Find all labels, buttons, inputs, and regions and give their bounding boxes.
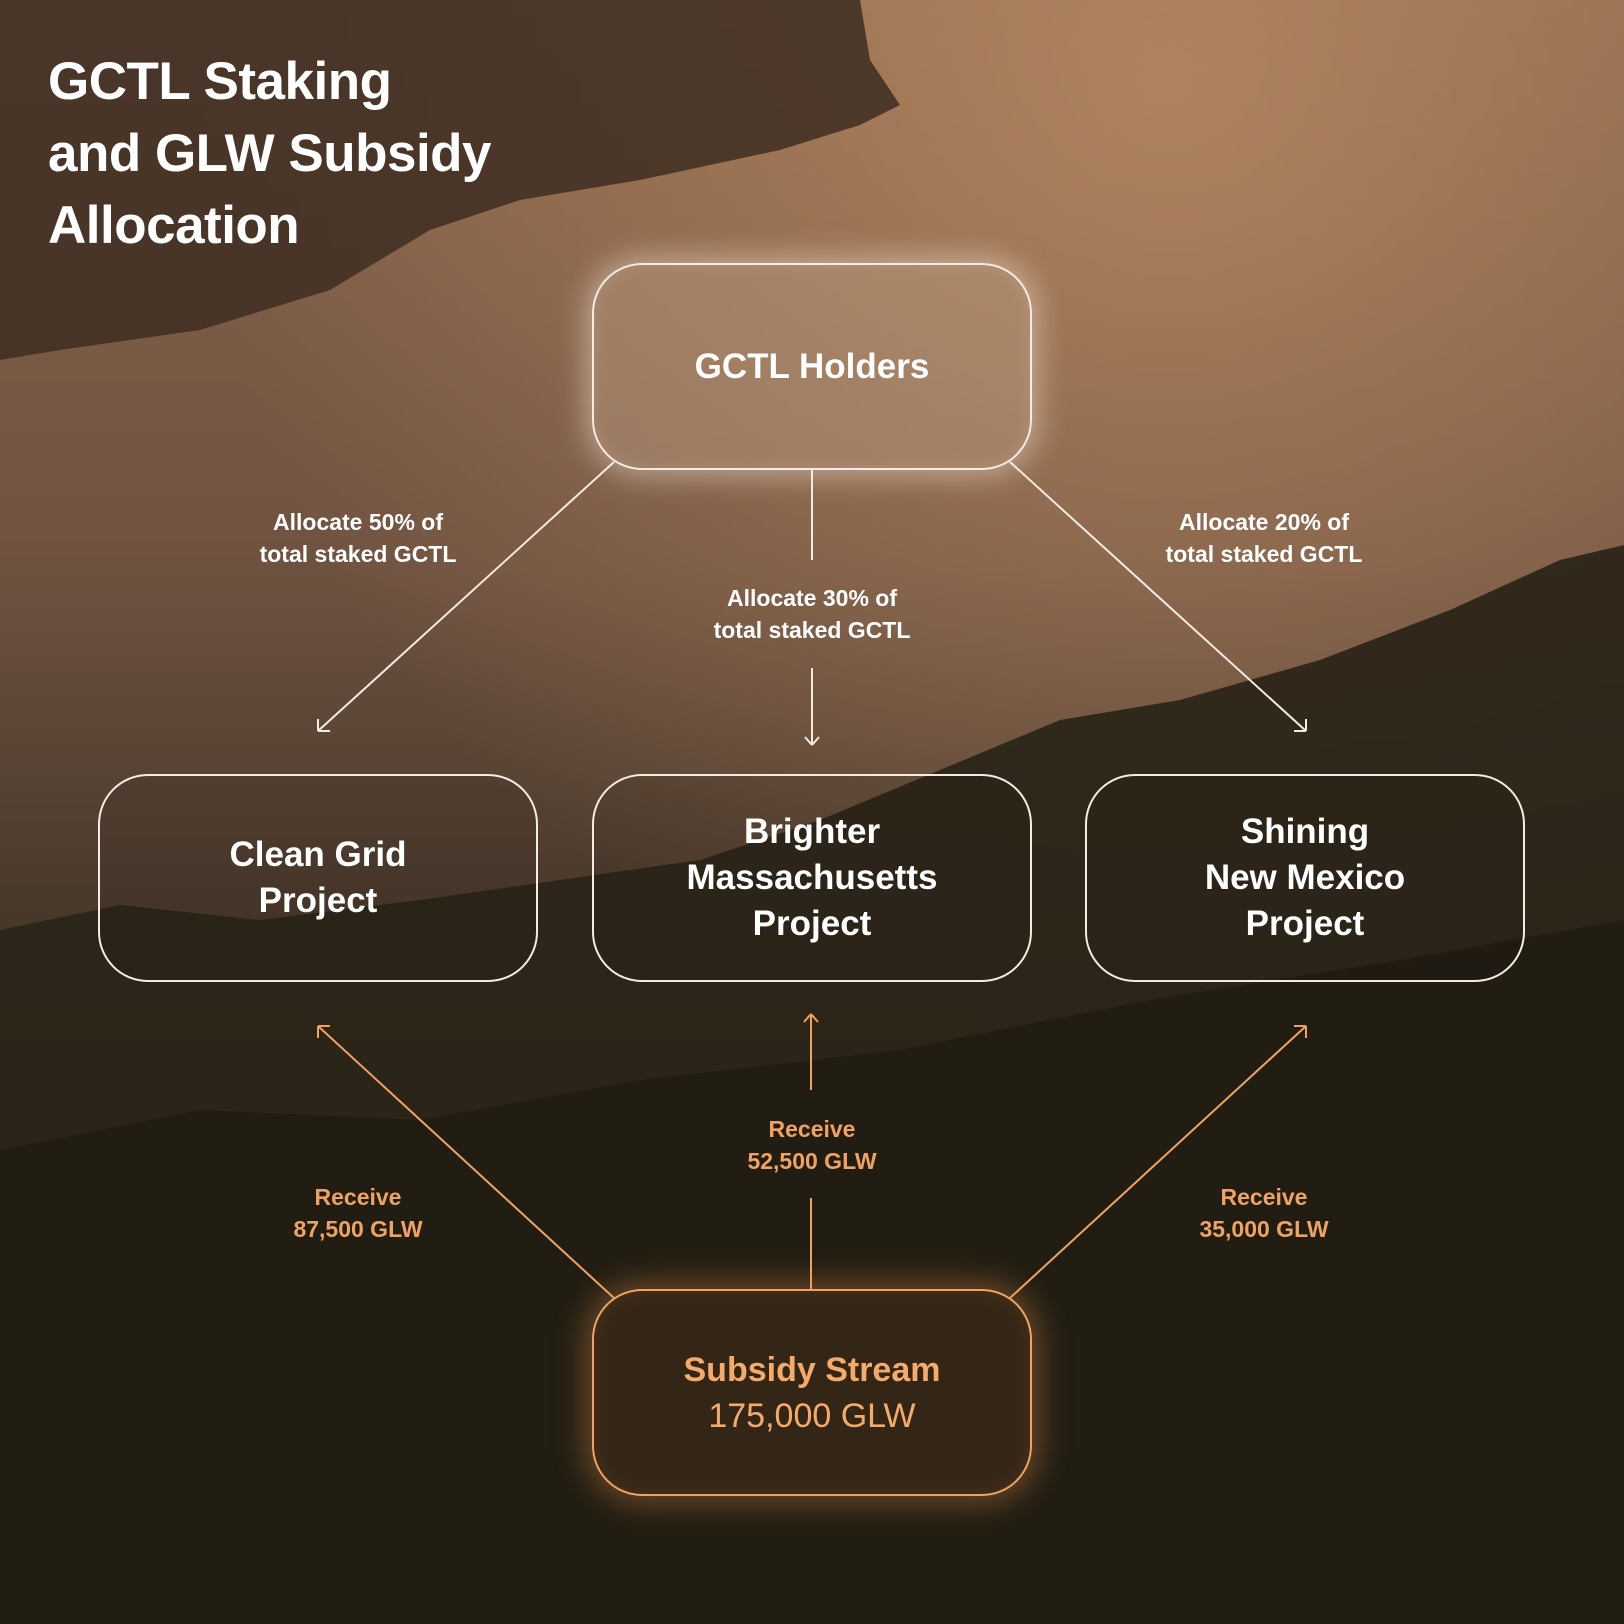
gctl-holders-node: GCTL Holders (592, 263, 1032, 470)
project-label-line: Brighter (743, 812, 881, 851)
project-label-line: Project (752, 904, 872, 943)
gctl-holders-label: GCTL Holders (694, 346, 930, 386)
allocation-arrow-left (317, 461, 615, 732)
subsidy-stream-label: Subsidy Stream (683, 1350, 941, 1389)
subsidy-stream-amount: 175,000 GLW (708, 1396, 916, 1435)
title-line: Allocation (48, 196, 300, 255)
receive-line: Receive (1220, 1184, 1308, 1210)
subsidy-stream-node: Subsidy Stream 175,000 GLW (592, 1289, 1032, 1496)
allocation-line: Allocate 30% of (727, 585, 897, 611)
receive-line: Receive (314, 1184, 402, 1210)
receive-arrow-center (803, 1013, 819, 1090)
allocation-label-new-mexico: Allocate 20% of total staked GCTL (1134, 506, 1394, 570)
allocation-line: Allocate 20% of (1179, 509, 1349, 535)
project-label-line: Clean Grid (229, 835, 407, 874)
receive-label-massachusetts: Receive 52,500 GLW (682, 1113, 942, 1177)
receive-line: 35,000 GLW (1199, 1216, 1329, 1242)
project-label-line: Project (1245, 904, 1365, 943)
allocation-line: total staked GCTL (713, 617, 911, 643)
allocation-line: total staked GCTL (1165, 541, 1363, 567)
title-line: and GLW Subsidy (48, 124, 492, 183)
allocation-label-clean-grid: Allocate 50% of total staked GCTL (228, 506, 488, 570)
receive-arrow-right (1009, 1025, 1307, 1299)
allocation-line: Allocate 50% of (273, 509, 443, 535)
allocation-label-massachusetts: Allocate 30% of total staked GCTL (682, 582, 942, 646)
receive-label-clean-grid: Receive 87,500 GLW (228, 1181, 488, 1245)
allocation-arrow-center (804, 668, 820, 746)
receive-line: Receive (768, 1116, 856, 1142)
title-line: GCTL Staking (48, 52, 392, 111)
project-label-line: Project (258, 881, 378, 920)
allocation-line: total staked GCTL (259, 541, 457, 567)
project-node-clean-grid: Clean Grid Project (98, 774, 538, 982)
project-label-line: Shining (1240, 812, 1370, 851)
project-label-line: New Mexico (1204, 858, 1406, 897)
allocation-arrow-right (1009, 461, 1307, 732)
receive-line: 87,500 GLW (293, 1216, 423, 1242)
diagram-title: GCTL Staking and GLW Subsidy Allocation (48, 46, 568, 262)
project-node-shining-new-mexico: Shining New Mexico Project (1085, 774, 1525, 982)
receive-arrow-left (317, 1025, 615, 1299)
receive-label-new-mexico: Receive 35,000 GLW (1134, 1181, 1394, 1245)
project-label-line: Massachusetts (686, 858, 938, 897)
project-node-brighter-massachusetts: Brighter Massachusetts Project (592, 774, 1032, 982)
receive-line: 52,500 GLW (747, 1148, 877, 1174)
